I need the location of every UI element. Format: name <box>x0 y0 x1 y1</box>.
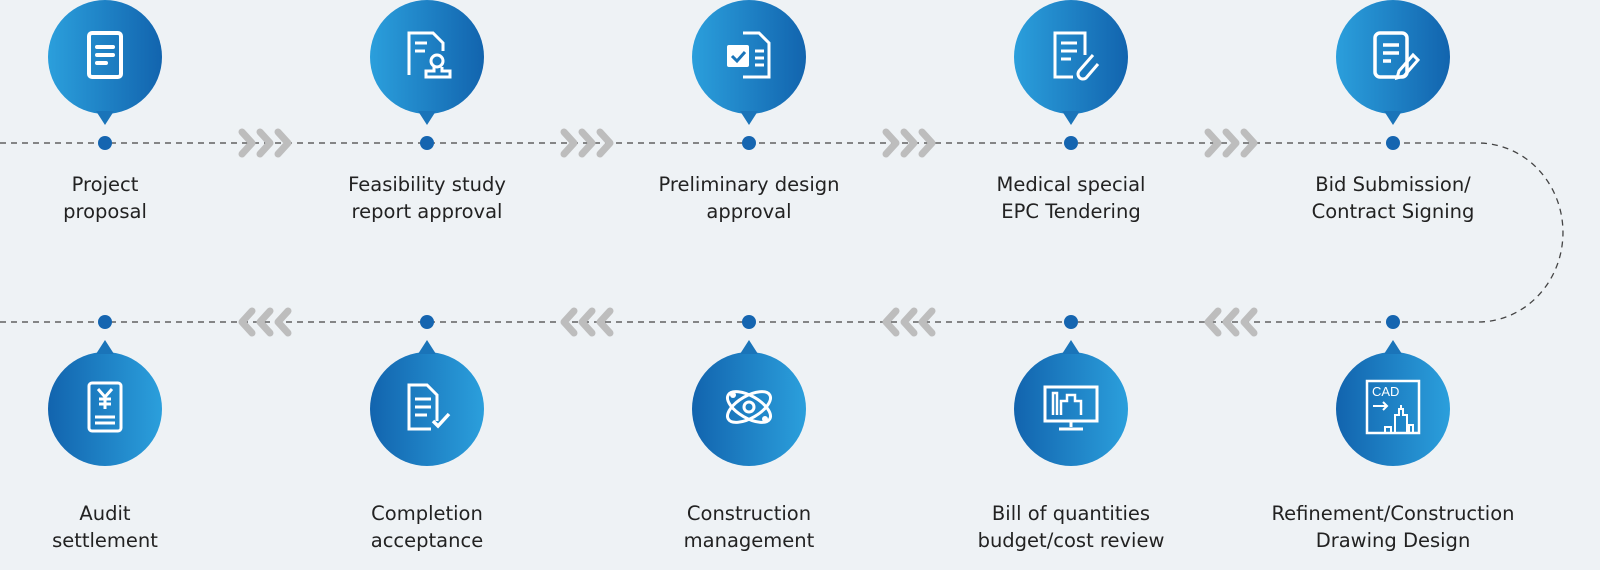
timeline-dot <box>742 136 756 150</box>
timeline-dot <box>742 315 756 329</box>
document-pen-icon <box>1363 25 1423 89</box>
timeline-dot <box>1386 136 1400 150</box>
timeline-dot <box>1064 136 1078 150</box>
step-label-line1: Bill of quantities <box>991 502 1151 525</box>
step-label-line2: proposal <box>63 200 147 223</box>
document-paperclip-icon <box>1041 25 1101 89</box>
chevrons-left-icon <box>558 307 620 341</box>
bubble-pointer <box>1062 111 1080 125</box>
step-label: Audit settlement <box>0 500 245 554</box>
cad-building-icon: CAD <box>1363 377 1423 441</box>
timeline-dot <box>98 136 112 150</box>
chevrons-left-icon <box>880 307 942 341</box>
step-label: Bid Submission/Contract Signing <box>1253 171 1533 225</box>
step-icon-bubble <box>1014 0 1128 114</box>
step-label-line1: Medical special <box>996 173 1146 196</box>
step-label-line2: report approval <box>351 200 503 223</box>
timeline-dot <box>420 315 434 329</box>
step-icon-bubble <box>1336 0 1450 114</box>
step-label: Completion acceptance <box>287 500 567 554</box>
bubble-pointer <box>1384 340 1402 354</box>
step-label: Construction management <box>609 500 889 554</box>
chevrons-right-icon <box>558 128 620 162</box>
step-icon-bubble <box>370 0 484 114</box>
step-icon-bubble <box>48 352 162 466</box>
bubble-pointer <box>96 340 114 354</box>
step-icon-bubble <box>1014 352 1128 466</box>
atom-network-icon <box>719 377 779 441</box>
step-label-line2: EPC Tendering <box>1001 200 1141 223</box>
step-label-line1: Construction <box>686 502 812 525</box>
bubble-pointer <box>96 111 114 125</box>
step-label: Bill of quantities budget/cost review <box>931 500 1211 554</box>
step-icon-bubble <box>370 352 484 466</box>
step-icon-bubble: CAD <box>1336 352 1450 466</box>
document-stamp-icon <box>397 25 457 89</box>
step-label-line1: Feasibility study <box>348 173 506 196</box>
step-label-line1: Refinement/Construction <box>1271 502 1515 525</box>
document-checkmark-icon <box>397 377 457 441</box>
monitor-chart-icon <box>1041 377 1101 441</box>
timeline-dot <box>420 136 434 150</box>
timeline-dot <box>1386 315 1400 329</box>
step-label-line1: Completion <box>371 502 483 525</box>
step-icon-bubble <box>692 0 806 114</box>
yuan-document-icon <box>75 377 135 441</box>
chevrons-left-icon <box>1202 307 1264 341</box>
chevrons-left-icon <box>236 307 298 341</box>
step-label-line1: Audit <box>79 502 131 525</box>
step-label-line2: budget/cost review <box>977 529 1165 552</box>
bubble-pointer <box>418 340 436 354</box>
step-label-line1: Preliminary design <box>658 173 840 196</box>
chevrons-right-icon <box>880 128 942 162</box>
bubble-pointer <box>1384 111 1402 125</box>
step-label-line2: Contract Signing <box>1311 200 1475 223</box>
step-label-line1: Project <box>71 173 139 196</box>
bubble-pointer <box>1062 340 1080 354</box>
document-check-icon <box>719 25 779 89</box>
step-label-line2: management <box>683 529 815 552</box>
step-label: Feasibility study report approval <box>287 171 567 225</box>
timeline-dot <box>98 315 112 329</box>
step-icon-bubble <box>48 0 162 114</box>
step-label-line1: Bid Submission/ <box>1315 173 1471 196</box>
bubble-pointer <box>418 111 436 125</box>
document-icon <box>75 25 135 89</box>
step-label: Project proposal <box>0 171 245 225</box>
step-label: Preliminary design approval <box>609 171 889 225</box>
svg-text:CAD: CAD <box>1372 384 1399 399</box>
step-icon-bubble <box>692 352 806 466</box>
step-label-line2: approval <box>706 200 792 223</box>
chevrons-right-icon <box>1202 128 1264 162</box>
step-label-line2: Drawing Design <box>1315 529 1471 552</box>
bubble-pointer <box>740 111 758 125</box>
timeline-dot <box>1064 315 1078 329</box>
chevrons-right-icon <box>236 128 298 162</box>
step-label-line2: settlement <box>52 529 158 552</box>
step-label-line2: acceptance <box>370 529 484 552</box>
bubble-pointer <box>740 340 758 354</box>
